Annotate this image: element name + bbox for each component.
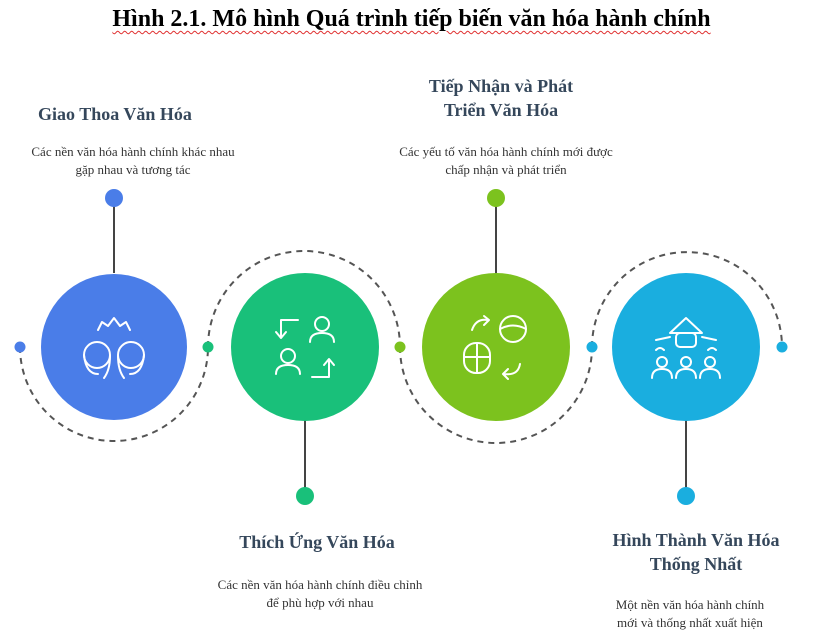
- step-3-desc-line-2: chấp nhận và phát triển: [445, 162, 567, 177]
- step-1-description: Các nền văn hóa hành chính khác nhau gặp…: [0, 143, 266, 179]
- step-2-description: Các nền văn hóa hành chính điều chỉnh để…: [180, 576, 460, 612]
- dot-join-3: [586, 341, 598, 353]
- step-1-desc-line-1: Các nền văn hóa hành chính khác nhau: [31, 144, 235, 159]
- dot-join-1: [202, 341, 214, 353]
- step-4-heading: Hình Thành Văn Hóa Thống Nhất: [584, 528, 808, 576]
- step-4-description: Một nền văn hóa hành chính mới và thống …: [590, 596, 790, 632]
- step-circle-2: [231, 273, 379, 421]
- exchange-people-icon: [275, 316, 335, 378]
- figure-title-text: Hình 2.1. Mô hình Quá trình tiếp biến vă…: [112, 6, 711, 32]
- dashed-arc-1: [19, 346, 209, 442]
- step-4-heading-line-2: Thống Nhất: [649, 554, 743, 574]
- step-3-description: Các yếu tố văn hóa hành chính mới được c…: [366, 143, 646, 179]
- dashed-arc-2: [207, 250, 401, 348]
- step-1-heading-line-1: Giao Thoa Văn Hóa: [38, 104, 192, 124]
- step-3-desc-line-1: Các yếu tố văn hóa hành chính mới được: [399, 144, 613, 159]
- step-4-desc-line-1: Một nền văn hóa hành chính: [615, 597, 765, 612]
- step-1-heading: Giao Thoa Văn Hóa: [10, 102, 220, 126]
- culture-exchange-icon: [463, 315, 527, 380]
- step-4-desc-line-2: mới và thống nhất xuất hiện: [617, 615, 763, 630]
- dot-stem-2: [296, 487, 314, 505]
- figure-title: Hình 2.1. Mô hình Quá trình tiếp biến vă…: [0, 6, 823, 33]
- step-1-desc-line-2: gặp nhau và tương tác: [75, 162, 191, 177]
- dashed-arc-4: [591, 251, 783, 348]
- dot-start: [14, 341, 26, 353]
- dot-stem-3: [487, 189, 505, 207]
- step-3-heading: Tiếp Nhận và Phát Triển Văn Hóa: [396, 74, 606, 122]
- step-2-desc-line-1: Các nền văn hóa hành chính điều chỉnh: [217, 577, 423, 592]
- step-circle-1: [41, 274, 187, 420]
- step-3-heading-line-1: Tiếp Nhận và Phát: [428, 76, 574, 96]
- dashed-arc-3: [399, 346, 593, 444]
- two-people-icon: [83, 317, 145, 379]
- step-4-heading-line-1: Hình Thành Văn Hóa: [612, 530, 780, 550]
- dot-stem-1: [105, 189, 123, 207]
- unified-community-icon: [651, 317, 721, 379]
- dot-stem-4: [677, 487, 695, 505]
- step-3-heading-line-2: Triển Văn Hóa: [443, 100, 559, 120]
- step-2-heading: Thích Ứng Văn Hóa: [205, 530, 429, 554]
- step-circle-3: [422, 273, 570, 421]
- dot-end: [776, 341, 788, 353]
- dot-join-2: [394, 341, 406, 353]
- step-2-heading-line-1: Thích Ứng Văn Hóa: [239, 532, 395, 552]
- step-2-desc-line-2: để phù hợp với nhau: [266, 595, 374, 610]
